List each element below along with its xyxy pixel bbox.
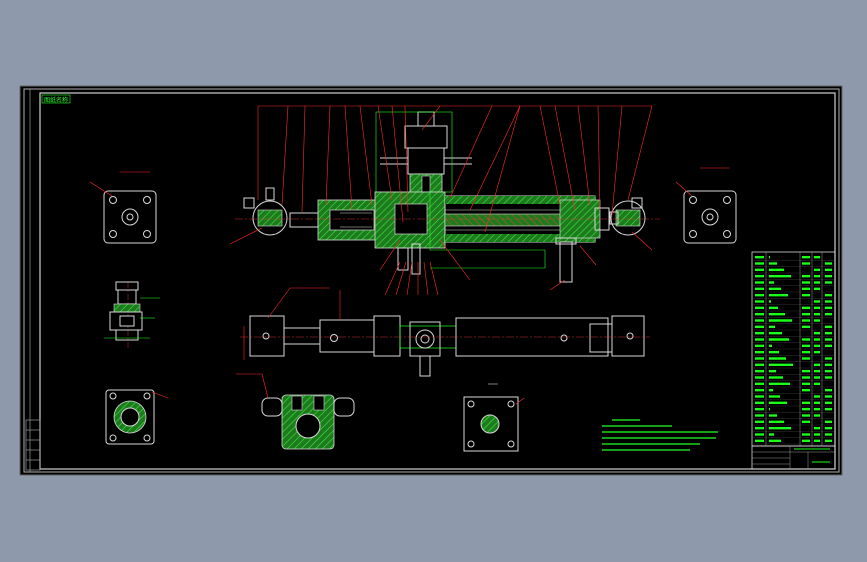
clevis-detail-view xyxy=(236,373,355,450)
corner-label: 图纸名称 xyxy=(44,96,68,104)
title-block xyxy=(751,445,836,470)
right-end-view xyxy=(675,167,737,244)
sheet-outer-border xyxy=(23,88,840,473)
main-section-view xyxy=(235,111,660,283)
left-end-view xyxy=(89,171,157,244)
port-block-detail-view xyxy=(463,383,525,452)
parts-list-rows xyxy=(752,255,835,445)
top-view xyxy=(240,287,650,377)
corner-label-box xyxy=(41,94,71,104)
flange-detail-view xyxy=(105,389,169,445)
leader-lines-top xyxy=(257,105,653,233)
binding-strip xyxy=(25,89,41,472)
valve-detail-view xyxy=(104,281,160,350)
leader-lines-bottom xyxy=(229,227,653,296)
technical-notes xyxy=(602,419,718,451)
drawing-sheet xyxy=(19,85,843,476)
